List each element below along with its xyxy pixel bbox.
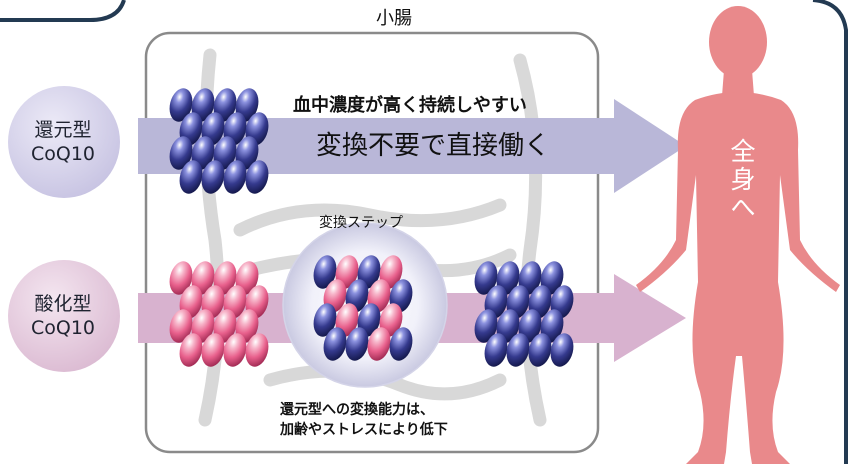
reduced-molecule (191, 136, 215, 170)
reduced-molecule (313, 255, 337, 289)
oxidized-molecule (379, 255, 403, 289)
reduced-molecule (474, 261, 498, 295)
reduced-molecule (235, 88, 259, 122)
reduced-molecule (323, 327, 347, 361)
reduced-molecule (169, 136, 193, 170)
small-intestine-label: 小腸 (376, 8, 412, 29)
reduced-molecule (313, 303, 337, 337)
reduced-molecule (235, 136, 259, 170)
reduced-molecule (201, 160, 225, 194)
oxidized-molecule (179, 333, 203, 367)
reduced-molecule (540, 309, 564, 343)
converted-molecule-cluster (474, 261, 574, 367)
reduced-coq10-badge (8, 86, 120, 198)
conversion-molecule-cluster (313, 255, 413, 361)
reduced-molecule (474, 309, 498, 343)
oxidized-molecule (367, 327, 391, 361)
oxidized-badge-line-2: CoQ10 (30, 317, 96, 339)
reduced-molecule (345, 327, 369, 361)
oxidized-molecule (335, 303, 359, 337)
reduced-molecule (496, 261, 520, 295)
reduced-molecule (506, 333, 530, 367)
oxidized-molecule (223, 333, 247, 367)
reduced-arrow (138, 99, 686, 193)
oxidized-coq10-label: 酸化型 CoQ10 (13, 292, 113, 340)
oxidized-molecule (235, 261, 259, 295)
reduced-molecule (357, 303, 381, 337)
oxidized-coq10-badge (8, 260, 120, 372)
whole-body-char-3: へ (730, 193, 756, 222)
to-whole-body-label: 全 身 へ (728, 138, 758, 222)
reduced-badge-line-1: 還元型 (34, 119, 92, 141)
oxidized-molecule (169, 261, 193, 295)
blood-concentration-tagline: 血中濃度が高く持続しやすい (293, 95, 527, 116)
reduced-molecule (496, 309, 520, 343)
reduced-molecule (518, 309, 542, 343)
reduced-molecule (169, 88, 193, 122)
direct-action-label: 変換不要で直接働く (316, 131, 551, 161)
oxidized-molecule-cluster (169, 261, 269, 367)
reduced-molecule (213, 88, 237, 122)
reduced-molecule (518, 261, 542, 295)
reduced-molecule (389, 327, 413, 361)
oxidized-molecule (191, 261, 215, 295)
reduced-coq10-label: 還元型 CoQ10 (13, 118, 113, 166)
oxidized-molecule (191, 309, 215, 343)
reduced-molecule (179, 160, 203, 194)
oxidized-molecule (245, 333, 269, 367)
reduced-molecule-cluster (169, 88, 269, 194)
oxidized-molecule (201, 333, 225, 367)
whole-body-char-2: 身 (730, 165, 756, 194)
conversion-step-label: 変換ステップ (319, 215, 403, 231)
reduced-molecule (550, 333, 574, 367)
conversion-caption-line-1: 還元型への変換能力は、 (280, 402, 434, 418)
reduced-badge-line-2: CoQ10 (30, 143, 96, 165)
whole-body-char-1: 全 (730, 137, 756, 166)
conversion-caption-line-2: 加齢やストレスにより低下 (280, 422, 448, 438)
oxidized-molecule (169, 309, 193, 343)
reduced-molecule (528, 333, 552, 367)
reduced-molecule (357, 255, 381, 289)
oxidized-molecule (213, 309, 237, 343)
reduced-molecule (223, 160, 247, 194)
oxidized-molecule (379, 303, 403, 337)
oxidized-badge-line-1: 酸化型 (34, 293, 92, 315)
reduced-molecule (245, 160, 269, 194)
oxidized-molecule (213, 261, 237, 295)
reduced-molecule (191, 88, 215, 122)
reduced-molecule (540, 261, 564, 295)
human-body-silhouette (636, 6, 840, 464)
oxidized-molecule (335, 255, 359, 289)
reduced-molecule (484, 333, 508, 367)
oxidized-molecule (235, 309, 259, 343)
reduced-molecule (213, 136, 237, 170)
